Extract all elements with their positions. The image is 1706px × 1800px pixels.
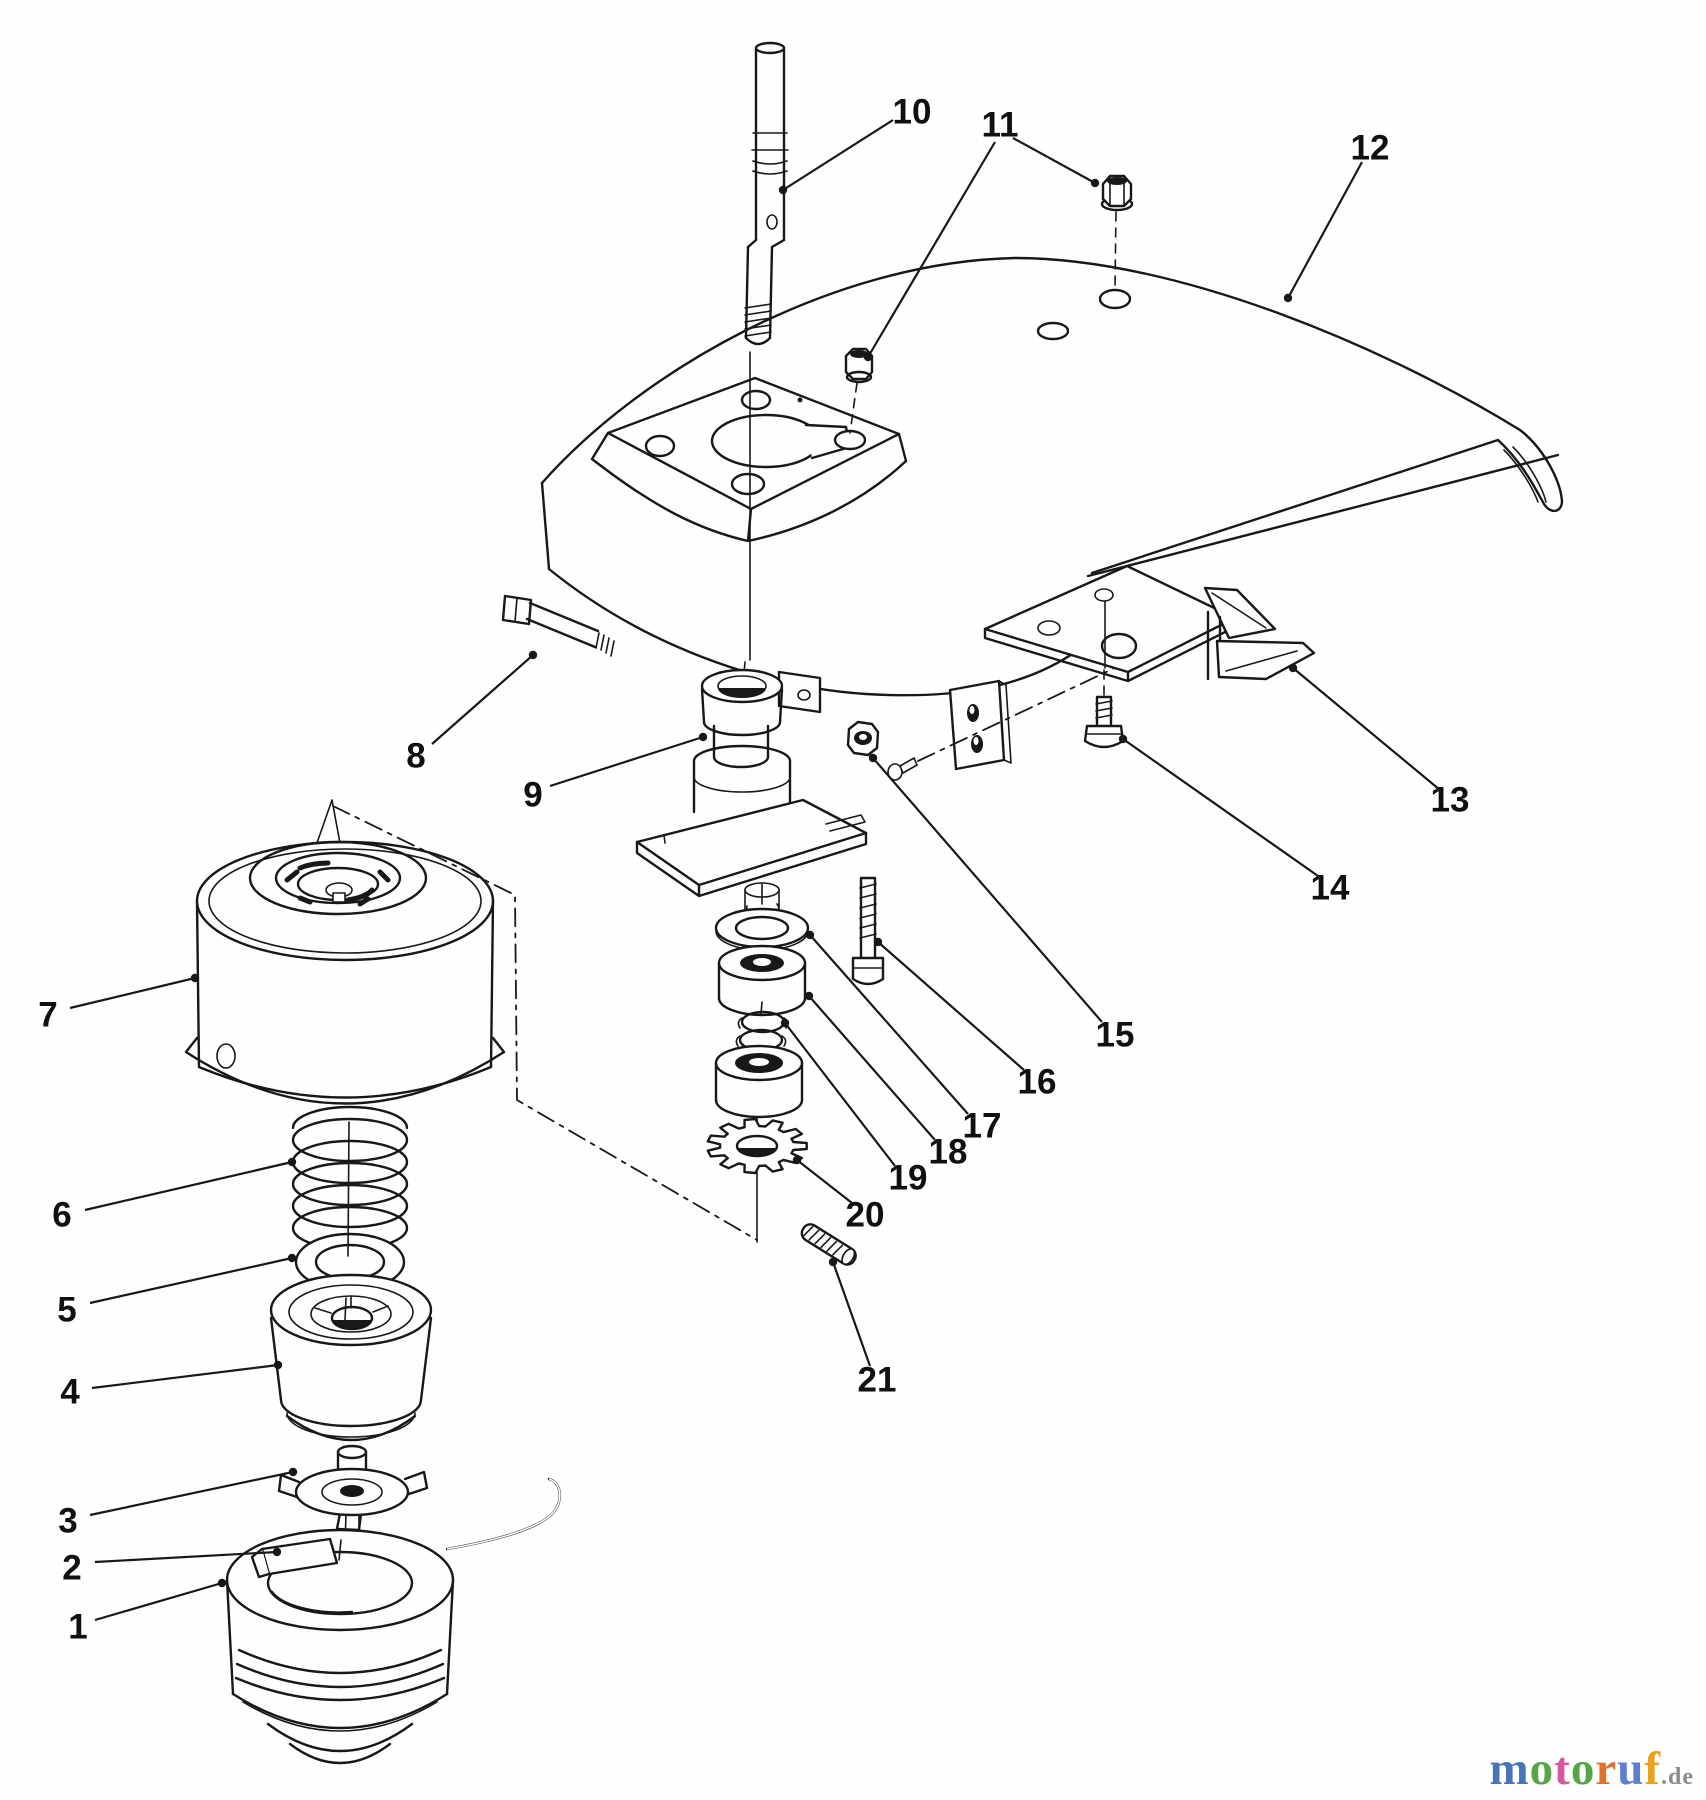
lock-nut-art — [846, 720, 880, 757]
leader-dot-part-20 — [792, 1155, 802, 1165]
leader-dot-part-2 — [272, 1547, 282, 1557]
part-label-16: 16 — [1018, 1063, 1057, 1102]
leader-line-part-3 — [89, 1470, 294, 1517]
leader-dot-part-10 — [778, 185, 788, 195]
leader-line-part-11 — [1012, 137, 1096, 184]
leader-dot-part-1 — [217, 1578, 227, 1588]
leader-dot-part-17 — [805, 930, 815, 940]
part-label-20: 20 — [846, 1196, 885, 1235]
leader-line-part-13 — [1292, 667, 1441, 791]
leader-dot-part-16 — [873, 937, 883, 947]
leader-dot-part-9 — [698, 732, 708, 742]
part-label-14: 14 — [1311, 869, 1350, 908]
part-label-9: 9 — [523, 776, 542, 815]
spool-cup-art — [269, 1273, 433, 1442]
leader-line-part-17 — [809, 934, 969, 1115]
leader-dot-part-18 — [804, 991, 814, 1001]
leader-dot-part-21 — [828, 1257, 838, 1267]
spool-art — [225, 1477, 561, 1765]
leader-line-part-18 — [808, 995, 936, 1141]
leader-line-part-8 — [431, 654, 534, 745]
part-label-10: 10 — [893, 93, 932, 132]
bolt-art — [501, 594, 615, 657]
part-label-6: 6 — [52, 1196, 71, 1235]
part-label-12: 12 — [1351, 129, 1390, 168]
head-housing-art — [184, 799, 506, 1105]
leader-line-part-9 — [549, 735, 704, 788]
part-label-11: 11 — [982, 106, 1019, 145]
leader-dot-part-7 — [190, 973, 200, 983]
leader-line-part-11 — [867, 141, 996, 358]
flange-nut-upper-art — [1100, 174, 1134, 288]
leader-dot-part-13 — [1288, 663, 1298, 673]
leader-dot-part-5 — [287, 1253, 297, 1263]
watermark-letter: f — [1644, 1743, 1661, 1795]
leader-dot-part-19 — [780, 1018, 790, 1028]
watermark: motoruf.de — [1490, 1742, 1694, 1796]
leader-dot-part-3 — [288, 1467, 298, 1477]
leader-dot-part-15 — [868, 753, 878, 763]
shield-art — [540, 256, 1564, 697]
leader-dot-part-6 — [287, 1157, 297, 1167]
leader-line-part-12 — [1287, 161, 1363, 299]
long-bolt-art — [851, 876, 885, 986]
part-label-1: 1 — [68, 1608, 87, 1647]
leader-line-part-7 — [69, 976, 196, 1010]
leader-line-part-6 — [84, 1160, 293, 1212]
gearbox-housing-art — [635, 668, 868, 917]
part-label-5: 5 — [57, 1291, 76, 1330]
leader-line-part-1 — [94, 1581, 223, 1622]
leader-line-part-10 — [782, 119, 894, 191]
roll-pin-art — [800, 1223, 857, 1266]
watermark-letter: u — [1617, 1743, 1645, 1795]
spring-art — [291, 1105, 409, 1251]
leader-line-part-2 — [94, 1550, 278, 1564]
leader-line-part-16 — [877, 941, 1025, 1071]
drive-dog-art — [277, 1444, 429, 1544]
centerlines-art — [332, 805, 758, 1561]
leader-line-part-4 — [91, 1363, 279, 1390]
leader-dot-part-4 — [273, 1360, 283, 1370]
bearing-stack-art — [706, 883, 810, 1243]
leader-line-part-19 — [784, 1022, 896, 1167]
part-label-15: 15 — [1096, 1016, 1135, 1055]
part-label-7: 7 — [38, 996, 57, 1035]
watermark-letter: o — [1529, 1743, 1555, 1795]
leader-dot-part-11 — [863, 352, 873, 362]
watermark-letter: m — [1489, 1743, 1530, 1795]
watermark-suffix: .de — [1661, 1764, 1694, 1790]
part-label-8: 8 — [406, 737, 425, 776]
leader-line-part-21 — [831, 1261, 872, 1367]
backing-plate-art — [887, 655, 1141, 781]
leader-line-part-5 — [89, 1256, 293, 1305]
mount-bracket-art — [983, 564, 1316, 749]
part-label-3: 3 — [58, 1502, 77, 1541]
watermark-letter: o — [1570, 1743, 1596, 1795]
flange-nut-lower-art — [844, 347, 874, 434]
watermark-letter: r — [1595, 1743, 1618, 1795]
part-label-19: 19 — [889, 1159, 928, 1198]
leader-dot-part-14 — [1118, 734, 1128, 744]
part-label-21: 21 — [858, 1361, 897, 1400]
leader-line-part-15 — [872, 757, 1103, 1023]
leader-line-part-14 — [1122, 738, 1319, 877]
leader-dot-part-12 — [1283, 293, 1293, 303]
part-label-18: 18 — [929, 1133, 968, 1172]
part-label-17: 17 — [963, 1107, 1002, 1146]
part-label-4: 4 — [60, 1373, 80, 1412]
part-label-2: 2 — [62, 1549, 81, 1588]
drive-shaft-art — [744, 41, 789, 346]
watermark-letter: t — [1554, 1743, 1571, 1795]
part-label-13: 13 — [1431, 781, 1470, 820]
leader-dot-part-11 — [1090, 178, 1100, 188]
leader-dot-part-8 — [528, 650, 538, 660]
leader-line-part-20 — [796, 1159, 853, 1204]
